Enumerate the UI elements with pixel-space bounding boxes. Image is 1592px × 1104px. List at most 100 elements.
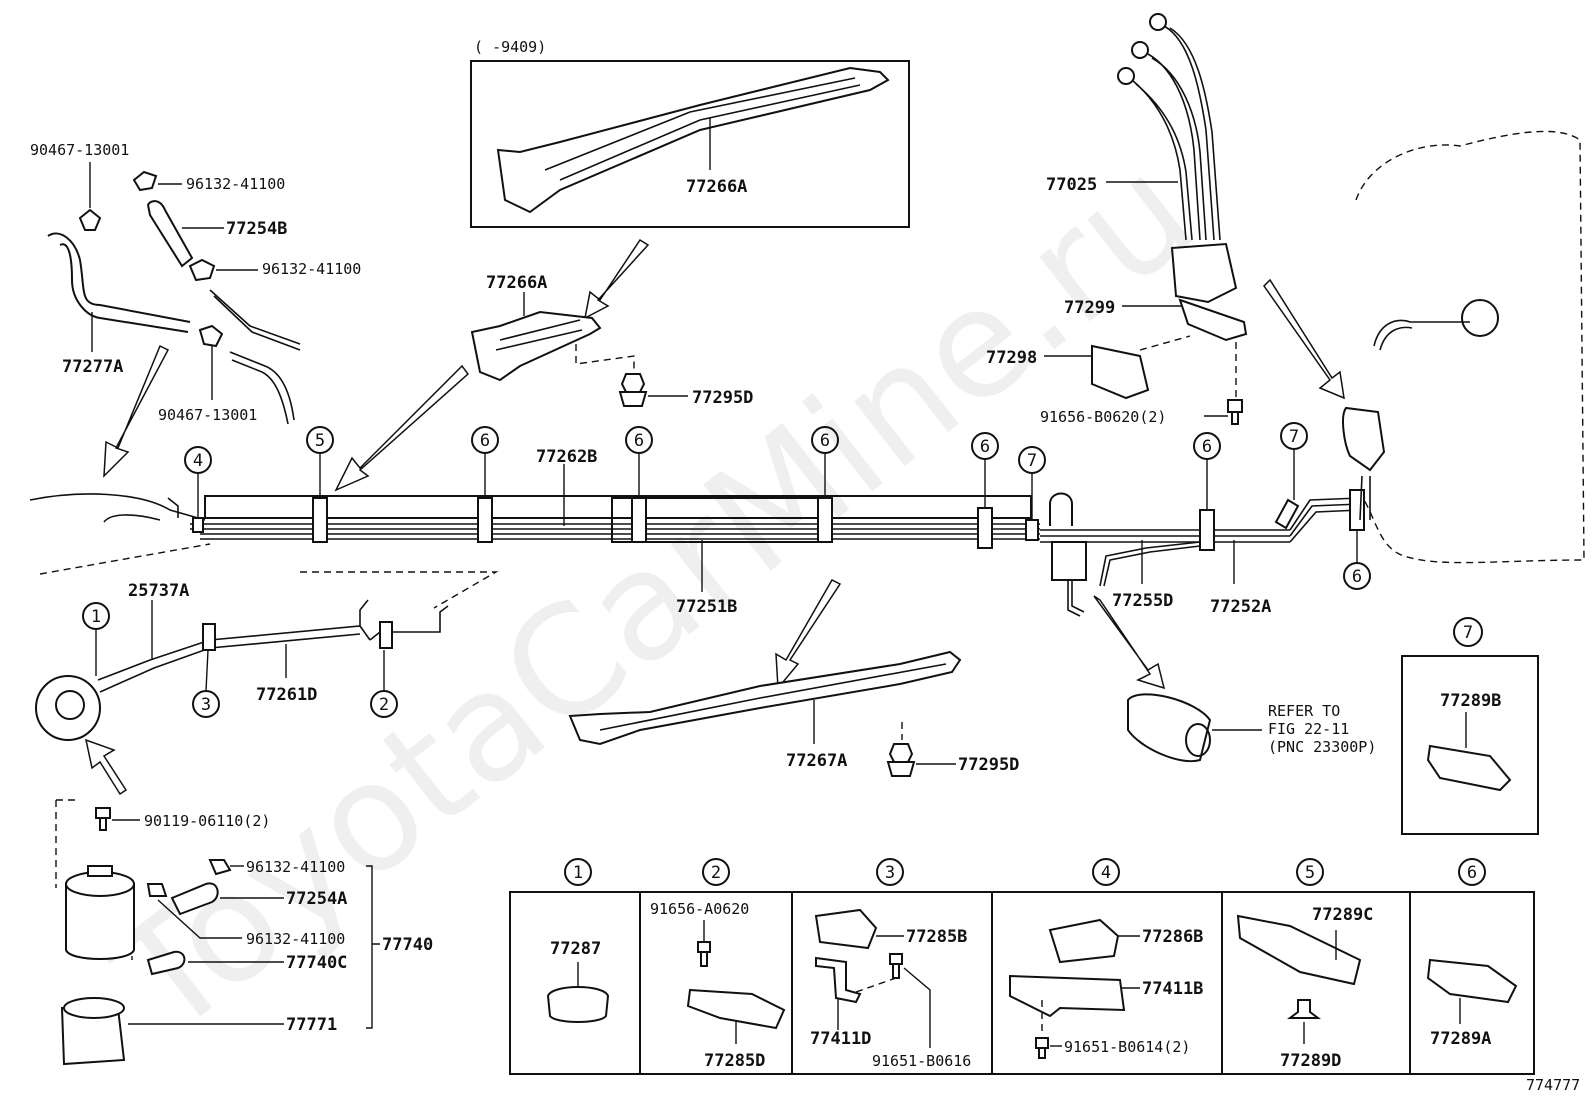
clip-markers: 1 2 3 4 5 6 6 6 6 6 6 7 7 [82,422,1371,718]
label-77289B: 77289B [1440,691,1501,711]
label-90119: 90119-06110(2) [144,812,270,830]
inset-top: ( -9409) 77266A [470,38,910,228]
filler-hose-group: 90467-13001 96132-41100 77254B 96132-411… [30,141,361,425]
arrow-lower-rail [775,579,842,690]
arrow-pump-up [84,738,128,796]
label-77252A: 77252A [1210,597,1271,617]
hose-77254B [146,200,194,268]
label-90467-top: 90467-13001 [30,141,129,159]
label-77295D-bot: 77295D [958,755,1019,775]
clip2-label-91656-A0620: 91656-A0620 [650,900,749,918]
bolt-91656-B0620 [1227,399,1243,425]
clip3-label-77411D: 77411D [810,1029,871,1049]
label-77771: 77771 [286,1015,337,1035]
clip-table-header-6: 6 [1467,863,1477,883]
label-96132-b: 96132-41100 [262,260,361,278]
inline-filter [1051,541,1087,581]
clip5-label-77289C: 77289C [1312,905,1373,925]
label-77254A: 77254A [286,889,347,909]
label-77261D: 77261D [256,685,317,705]
label-77295D-top: 77295D [692,388,753,408]
clamp-icon [78,208,102,231]
clip4-label-77411B: 77411B [1142,979,1203,999]
marker-2: 2 [379,695,389,715]
marker-6a: 6 [480,431,490,451]
marker-6e: 6 [1202,437,1212,457]
label-90467-bot: 90467-13001 [158,406,257,424]
watermark-text: ToyotaCarMine.ru [84,124,1225,1068]
marker-7b: 7 [1289,427,1299,447]
label-77266A-inset: 77266A [686,177,747,197]
inset-clip-7: 7 77289B [1401,617,1539,835]
bracket-77298 [1091,344,1150,400]
label-77298: 77298 [986,348,1037,368]
rail-77266A-inset-drawing [496,66,890,214]
clamp-icon [132,170,158,192]
clip-table-header-5: 5 [1305,863,1315,883]
pump-line-group: 25737A 77261D [35,581,449,741]
clip-table-header-1: 1 [573,863,583,883]
arrow-inset-down [583,238,650,320]
clip-table: 1 2 3 4 5 6 77287 91656-A0620 77285D 772… [509,858,1535,1075]
clamp-icon [198,324,224,348]
marker-6f: 6 [1352,567,1362,587]
marker-6c: 6 [820,431,830,451]
marker-7a: 7 [1027,451,1037,471]
label-77251B: 77251B [676,597,737,617]
fuel-filter-refer: REFER TO FIG 22-11 (PNC 23300P) [1127,693,1376,763]
inset-top-frame [470,60,910,228]
marker-6b: 6 [634,431,644,451]
rail-77267A: 77267A 77295D [568,650,1019,777]
inset-top-note: ( -9409) [474,38,546,56]
label-25737A: 25737A [128,581,189,601]
figure-id: 774777 [1526,1076,1580,1094]
clamp-icon [188,258,216,282]
refer-line-3: (PNC 23300P) [1268,738,1376,756]
marker-1: 1 [91,607,101,627]
label-77266A: 77266A [486,273,547,293]
clip6-label-77289A: 77289A [1430,1029,1491,1049]
clip2-label-77285D: 77285D [704,1051,765,1071]
arrow-bracket-down [334,364,470,492]
label-77740: 77740 [382,935,433,955]
label-77277A: 77277A [62,357,123,377]
refer-line-2: FIG 22-11 [1268,720,1349,738]
refer-line-1: REFER TO [1268,702,1340,720]
marker-4: 4 [193,451,203,471]
clip-table-header-3: 3 [885,863,895,883]
filter-body [65,883,135,960]
tube-assy-77025: 77025 77299 77298 91656-B0620(2) [986,13,1248,426]
clip1-label-77287: 77287 [550,939,601,959]
label-77262B: 77262B [536,447,597,467]
clip4-label-77286B: 77286B [1142,927,1203,947]
label-96132-d: 96132-41100 [246,930,345,948]
protector-77262B [204,495,1032,519]
marker-6d: 6 [980,437,990,457]
clip3-label-91651-B0616: 91651-B0616 [872,1052,971,1070]
label-77254B: 77254B [226,219,287,239]
main-fuel-lines: 77262B 77251B 77255D 77252A [29,447,1365,617]
arrow-hose-down [103,344,170,478]
label-77299: 77299 [1064,298,1115,318]
label-96132-c: 96132-41100 [246,858,345,876]
bracket-77266A: 77266A 77295D [470,273,753,408]
label-77267A: 77267A [786,751,847,771]
label-77025: 77025 [1046,175,1097,195]
label-77255D: 77255D [1112,591,1173,611]
label-96132-a: 96132-41100 [186,175,285,193]
marker-3: 3 [201,695,211,715]
bracket-77299 [1178,298,1248,342]
arrow-harness-down [1263,278,1345,400]
clip-table-header-2: 2 [711,863,721,883]
clip5-label-77289D: 77289D [1280,1051,1341,1071]
clip4-label-91651-B0614: 91651-B0614(2) [1064,1038,1190,1056]
label-91656-B0620: 91656-B0620(2) [1040,408,1166,426]
marker-5: 5 [315,431,325,451]
arrow-filter [1093,595,1166,690]
fuel-tank-outline [1342,130,1585,564]
clip-77295D-top [620,373,646,393]
loop-pipe [1049,492,1073,526]
clip-table-header-4: 4 [1101,863,1111,883]
